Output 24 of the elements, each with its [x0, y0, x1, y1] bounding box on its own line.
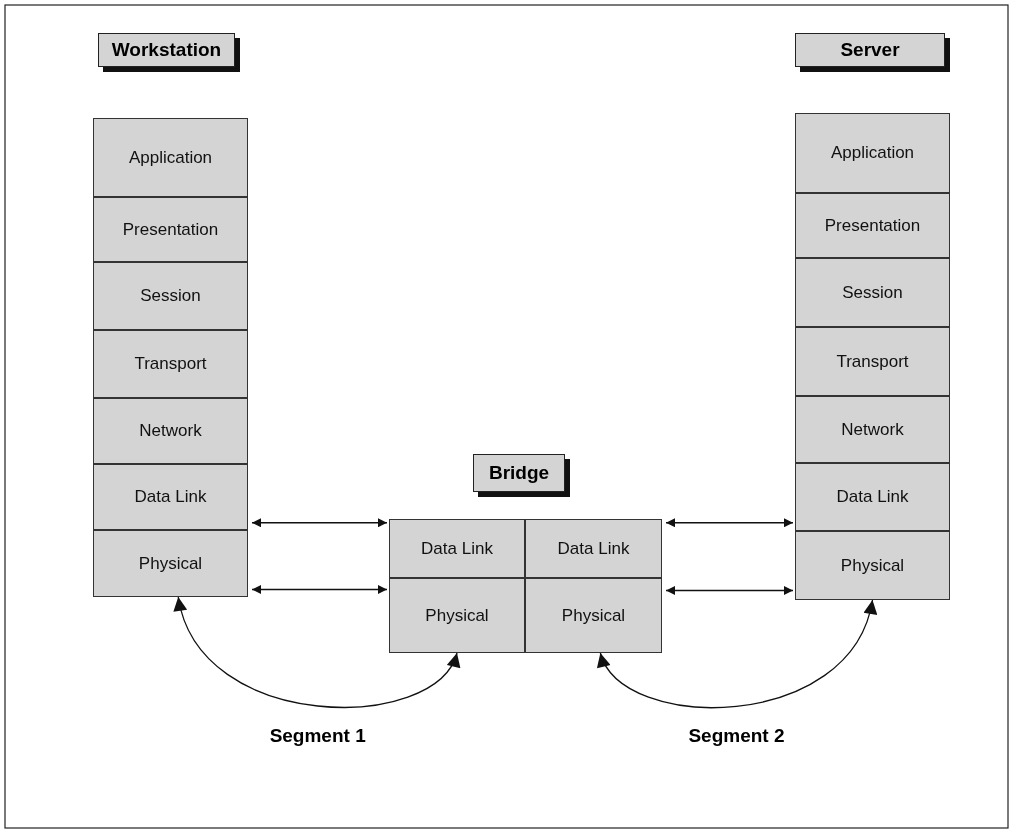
layer-box: Network	[93, 398, 248, 464]
layer-box: Data Link	[525, 519, 662, 578]
layer-box: Physical	[525, 578, 662, 653]
layer-box: Physical	[795, 531, 950, 600]
layer-box: Session	[93, 262, 248, 330]
layer-box: Presentation	[795, 193, 950, 258]
arrow	[251, 585, 388, 594]
layer-box: Data Link	[795, 463, 950, 531]
layer-box: Network	[795, 396, 950, 463]
arrow	[599, 599, 876, 709]
layer-box: Data Link	[93, 464, 248, 530]
arrow	[175, 596, 458, 708]
layer-box: Transport	[795, 327, 950, 396]
layer-box: Application	[93, 118, 248, 197]
layer-box: Physical	[93, 530, 248, 597]
layer-box: Physical	[389, 578, 525, 653]
arrow	[665, 586, 794, 595]
layer-box: Application	[795, 113, 950, 193]
layer-box: Transport	[93, 330, 248, 398]
layer-box: Session	[795, 258, 950, 327]
layer-box: Data Link	[389, 519, 525, 578]
arrow	[251, 518, 388, 528]
arrow	[665, 518, 794, 528]
layer-box: Presentation	[93, 197, 248, 262]
